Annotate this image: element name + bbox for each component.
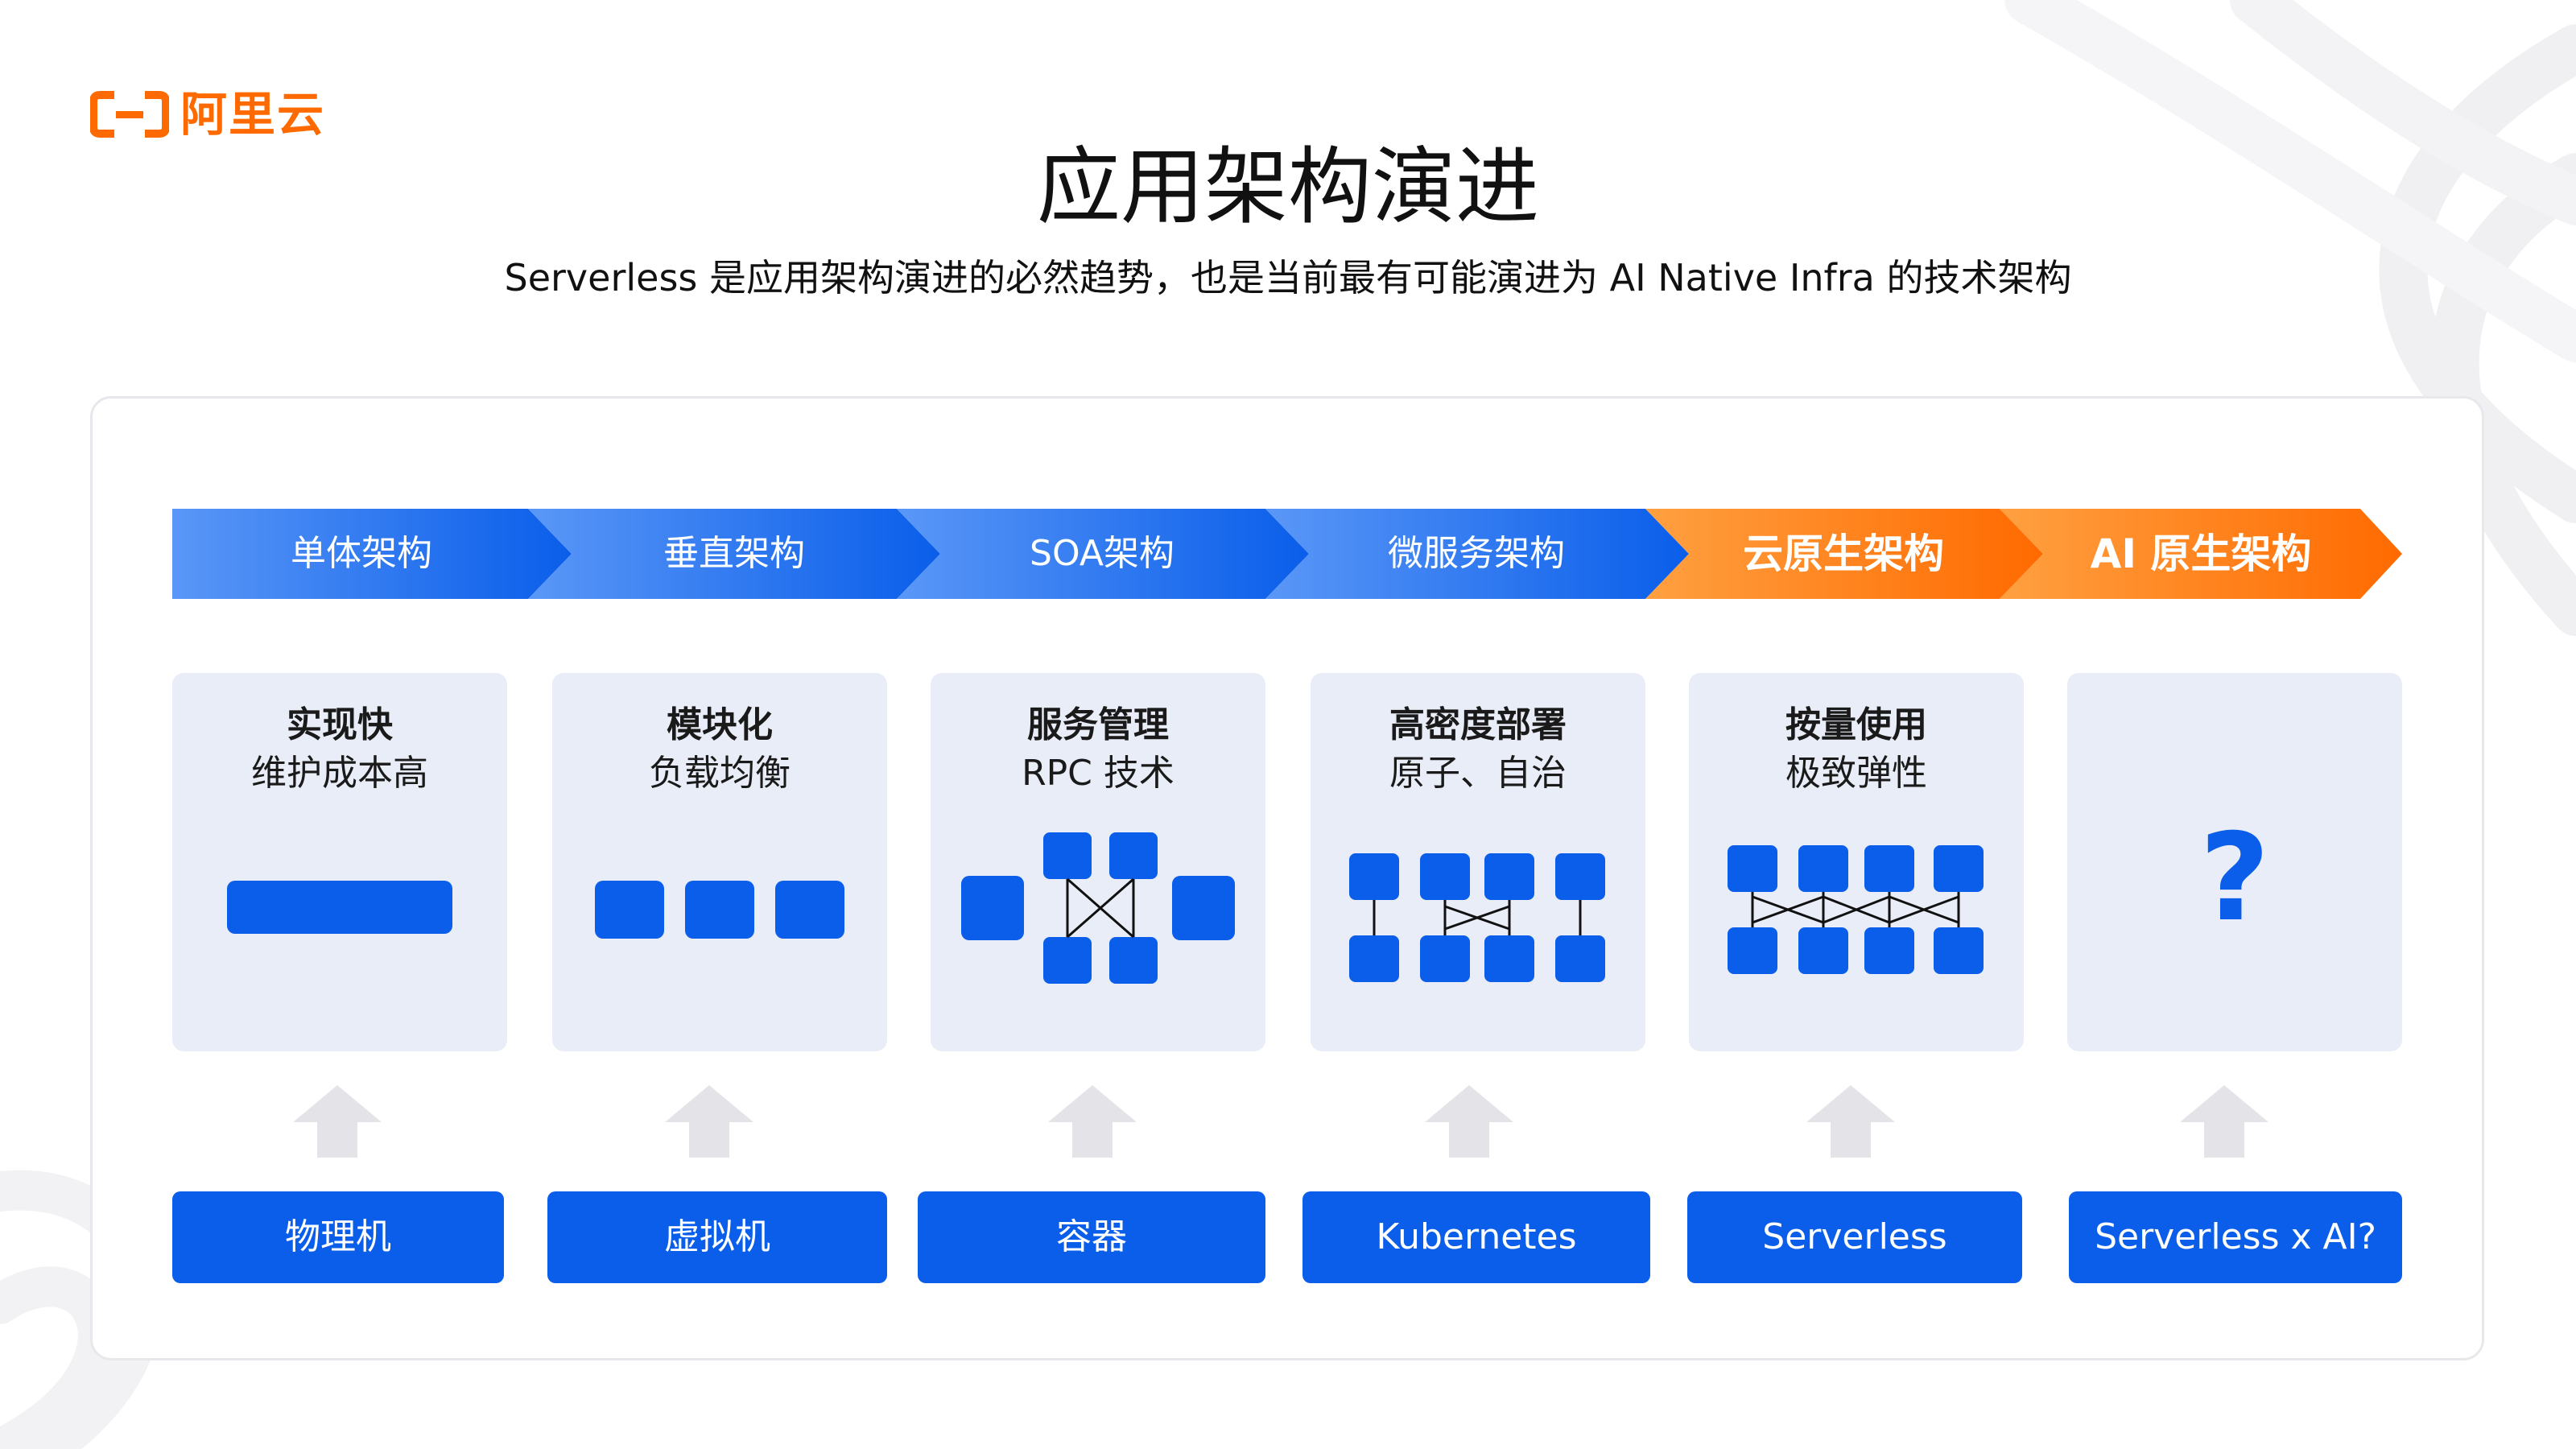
- feature-subtitle: RPC 技术: [1022, 753, 1174, 794]
- logo-text: 阿里云: [180, 87, 326, 142]
- up-arrow-icon: [293, 1085, 382, 1158]
- stage-segment-4: [1265, 509, 1689, 599]
- cloud-native-diagram: [1728, 845, 1984, 974]
- infra-serverless: Serverless: [1687, 1191, 2022, 1283]
- stage-label: 垂直架构: [663, 533, 805, 574]
- stage-label: 云原生架构: [1743, 530, 1944, 577]
- infra-serverless-ai: Serverless x AI?: [2069, 1191, 2402, 1283]
- feature-subtitle: 负载均衡: [649, 753, 791, 794]
- stage-label: SOA架构: [1030, 533, 1174, 574]
- feature-title: 模块化: [667, 704, 773, 745]
- monolith-diagram: [227, 881, 452, 934]
- microservice-diagram: [1349, 853, 1605, 982]
- aliyun-logo-icon: [90, 91, 169, 138]
- infra-physical-machine: 物理机: [172, 1191, 504, 1283]
- stage-segment-5: [1645, 509, 2043, 599]
- feature-subtitle: 原子、自治: [1389, 753, 1567, 794]
- stage-arrow-band: 单体架构 垂直架构 SOA架构 微服务架构 云原生架构 AI 原生架构: [172, 509, 2402, 599]
- stage-segment-6: [2000, 509, 2402, 599]
- question-mark: ?: [2199, 808, 2270, 948]
- feature-card-vertical: 模块化 负载均衡: [552, 673, 887, 1051]
- feature-subtitle: 维护成本高: [251, 753, 428, 794]
- up-arrow-icon: [2180, 1085, 2268, 1158]
- page-subtitle: Serverless 是应用架构演进的必然趋势，也是当前最有可能演进为 AI N…: [504, 256, 2072, 299]
- up-arrow-icon: [1806, 1085, 1895, 1158]
- aliyun-logo: 阿里云: [90, 90, 325, 138]
- feature-subtitle: 极致弹性: [1785, 753, 1927, 794]
- stage-label: AI 原生架构: [2090, 530, 2312, 577]
- up-arrow-icon: [1425, 1085, 1513, 1158]
- soa-diagram: [961, 832, 1235, 984]
- feature-card-microservice: 高密度部署 原子、自治: [1311, 673, 1645, 1051]
- feature-title: 按量使用: [1785, 704, 1927, 745]
- feature-card-soa: 服务管理 RPC 技术: [931, 673, 1265, 1051]
- feature-card-cloud-native: 按量使用 极致弹性: [1689, 673, 2024, 1051]
- infra-kubernetes: Kubernetes: [1302, 1191, 1650, 1283]
- vertical-diagram: [595, 881, 844, 939]
- feature-card-monolith: 实现快 维护成本高: [172, 673, 507, 1051]
- stage-segment-1: [172, 509, 572, 599]
- stage-label: 微服务架构: [1388, 533, 1565, 574]
- stage-label: 单体架构: [291, 533, 432, 574]
- feature-title: 高密度部署: [1389, 704, 1567, 745]
- page-title: 应用架构演进: [1036, 138, 1539, 236]
- infra-container: 容器: [918, 1191, 1265, 1283]
- feature-card-ai-native: ?: [2067, 673, 2402, 1051]
- feature-title: 实现快: [287, 704, 393, 745]
- feature-title: 服务管理: [1027, 704, 1169, 745]
- up-arrow-icon: [665, 1085, 753, 1158]
- up-arrow-icon: [1048, 1085, 1137, 1158]
- stage-segment-2: [528, 509, 940, 599]
- infra-virtual-machine: 虚拟机: [547, 1191, 887, 1283]
- stage-segment-3: [897, 509, 1309, 599]
